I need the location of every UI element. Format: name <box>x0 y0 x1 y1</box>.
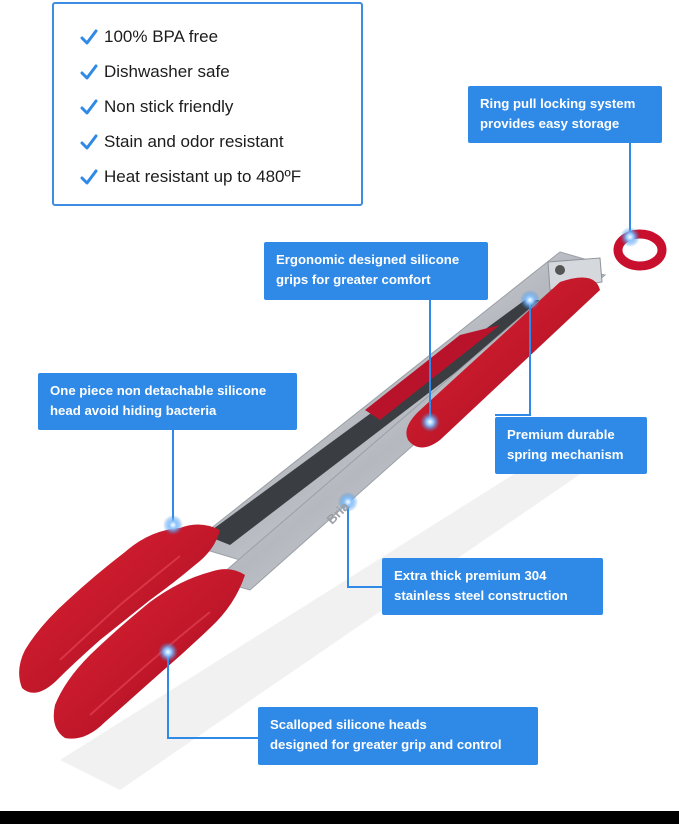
callout-line: head avoid hiding bacteria <box>50 403 217 418</box>
callout-line: Premium durable <box>507 427 615 442</box>
feature-label: 100% BPA free <box>104 27 219 46</box>
feature-item: 100% BPA free <box>80 25 218 49</box>
checkmark-icon <box>80 29 98 45</box>
ring-pull <box>613 229 667 271</box>
callout-line: Scalloped silicone heads <box>270 717 427 732</box>
silicone-grip <box>406 277 600 448</box>
callout-line: grips for greater comfort <box>276 272 431 287</box>
feature-item: Dishwasher safe <box>80 60 230 84</box>
feature-item: Heat resistant up to 480ºF <box>80 165 301 189</box>
callout-stainless-steel: Extra thick premium 304 stainless steel … <box>382 558 603 615</box>
callout-line: Ergonomic designed silicone <box>276 252 460 267</box>
callout-line: One piece non detachable silicone <box>50 383 267 398</box>
callout-spring-mechanism: Premium durable spring mechanism <box>495 417 647 474</box>
callout-line: stainless steel construction <box>394 588 568 603</box>
callout-ergonomic-grips: Ergonomic designed silicone grips for gr… <box>264 242 488 300</box>
callout-line: Ring pull locking system <box>480 96 636 111</box>
callout-ring-pull: Ring pull locking system provides easy s… <box>468 86 662 143</box>
callout-line: provides easy storage <box>480 116 620 131</box>
checkmark-icon <box>80 64 98 80</box>
feature-label: Heat resistant up to 480ºF <box>104 167 302 186</box>
feature-label: Dishwasher safe <box>104 62 230 81</box>
feature-label: Stain and odor resistant <box>104 132 284 151</box>
feature-label: Non stick friendly <box>104 97 234 116</box>
checkmark-icon <box>80 169 98 185</box>
callout-scalloped-heads: Scalloped silicone heads designed for gr… <box>258 707 538 765</box>
checkmark-icon <box>80 134 98 150</box>
feature-item: Stain and odor resistant <box>80 130 284 154</box>
callout-one-piece-head: One piece non detachable silicone head a… <box>38 373 297 430</box>
lower-silicone-head <box>53 569 245 739</box>
callout-line: designed for greater grip and control <box>270 737 502 752</box>
checkmark-icon <box>80 99 98 115</box>
features-box: 100% BPA free Dishwasher safe Non stick … <box>52 2 363 206</box>
footer-bar <box>0 811 679 824</box>
feature-item: Non stick friendly <box>80 95 233 119</box>
callout-line: Extra thick premium 304 <box>394 568 547 583</box>
callout-line: spring mechanism <box>507 447 624 462</box>
